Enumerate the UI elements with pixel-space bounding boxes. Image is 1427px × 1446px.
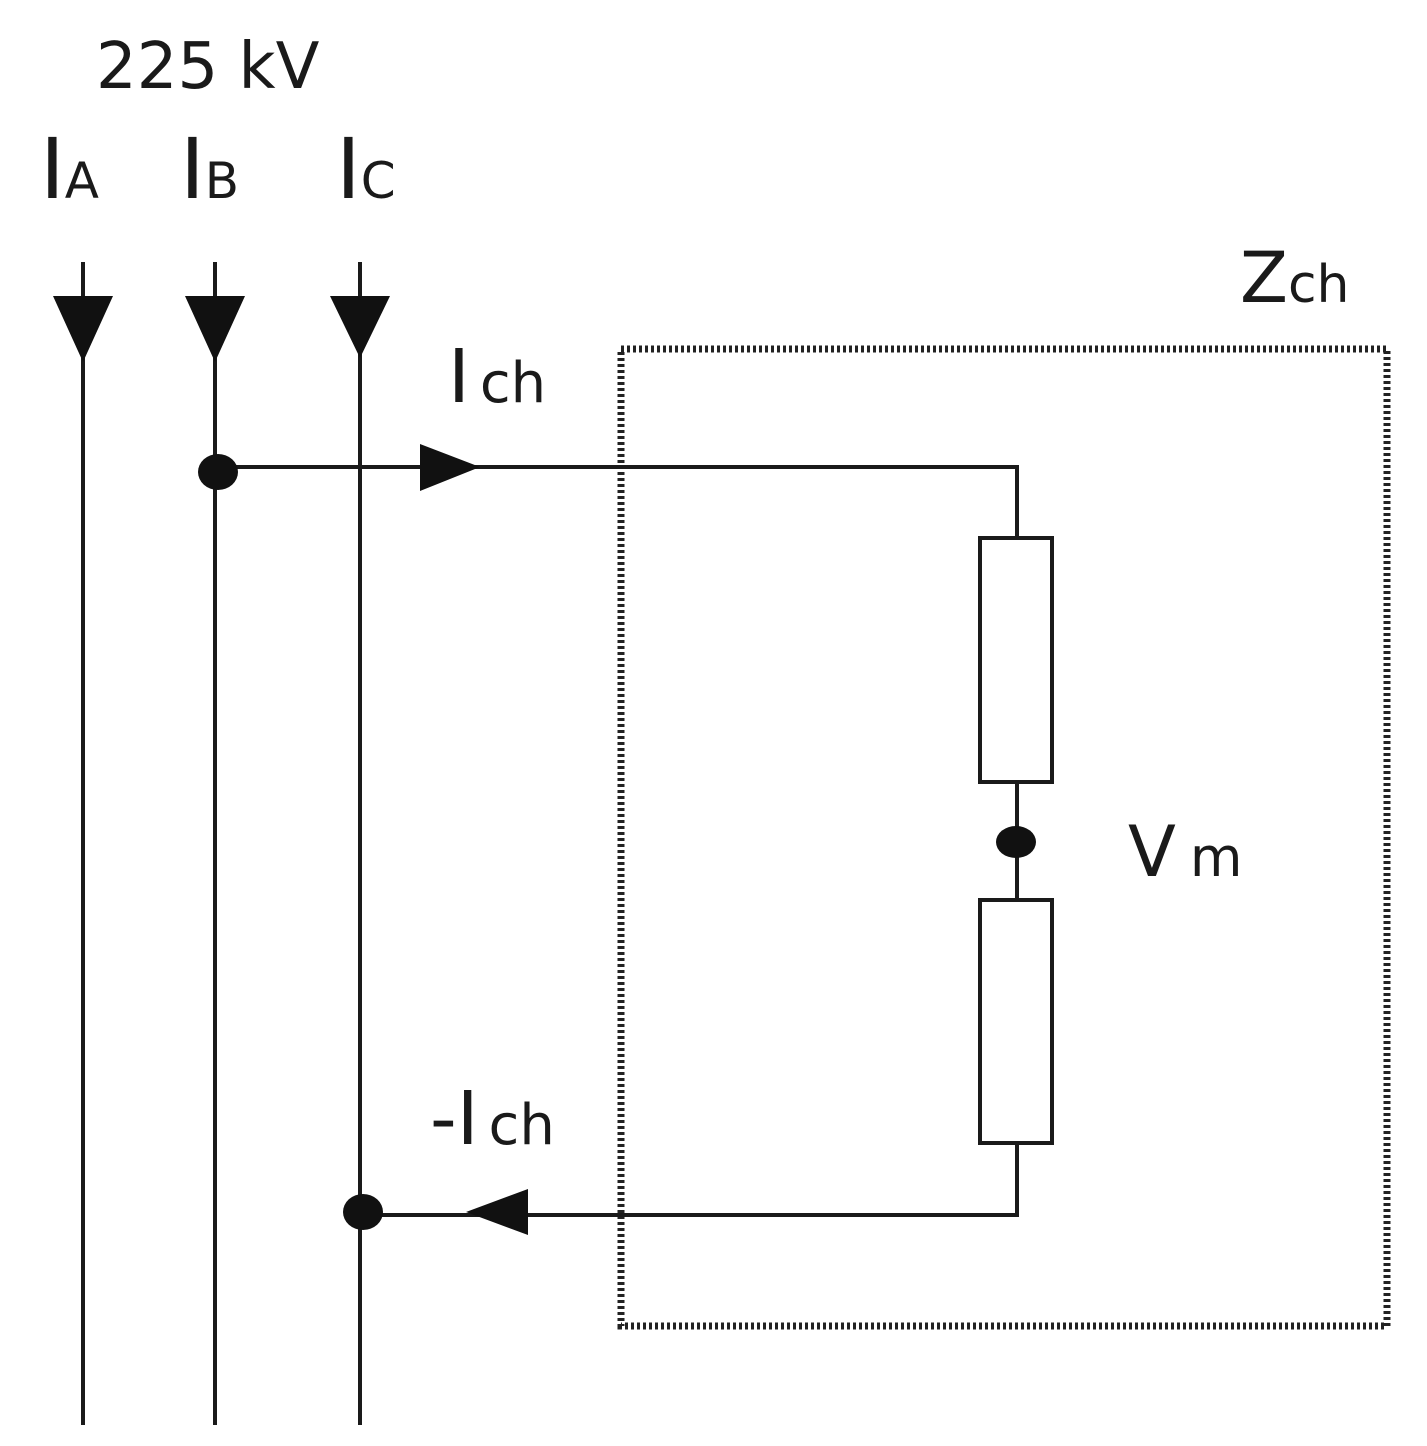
current-in-main: I bbox=[448, 334, 470, 420]
current-in-wire bbox=[215, 465, 1019, 538]
voltage-label: 225 kV bbox=[96, 30, 320, 104]
phase-a-label: IA bbox=[40, 120, 99, 218]
midpoint-node bbox=[996, 826, 1036, 858]
phase-c-arrow bbox=[330, 296, 390, 358]
phase-a-arrow bbox=[53, 296, 113, 362]
phase-b-main: I bbox=[180, 120, 205, 218]
phase-c-label: IC bbox=[336, 120, 396, 218]
resistor-upper bbox=[978, 536, 1054, 784]
current-in-arrow bbox=[420, 444, 480, 491]
phase-c-main: I bbox=[336, 120, 361, 218]
current-in-sub: ch bbox=[480, 351, 546, 416]
node-phase-b bbox=[198, 454, 238, 490]
impedance-boundary bbox=[617, 345, 1391, 1330]
phase-a-sub: A bbox=[65, 152, 99, 210]
midpoint-main: V bbox=[1128, 811, 1176, 893]
phase-b-arrow bbox=[185, 296, 245, 362]
impedance-main: Z bbox=[1240, 237, 1288, 319]
phase-b-label: IB bbox=[180, 120, 239, 218]
phase-b-sub: B bbox=[205, 152, 239, 210]
current-out-arrow bbox=[466, 1189, 528, 1235]
current-out-wire bbox=[360, 1143, 1019, 1217]
resistor-lower bbox=[978, 898, 1054, 1145]
impedance-sub: ch bbox=[1288, 255, 1350, 315]
phase-a-main: I bbox=[40, 120, 65, 218]
node-phase-c bbox=[343, 1194, 383, 1230]
current-out-sub: ch bbox=[489, 1093, 555, 1158]
midpoint-sub: m bbox=[1190, 826, 1243, 889]
current-out-main: -I bbox=[430, 1076, 479, 1162]
impedance-label: Zch bbox=[1240, 237, 1350, 319]
phase-c-sub: C bbox=[361, 152, 396, 210]
